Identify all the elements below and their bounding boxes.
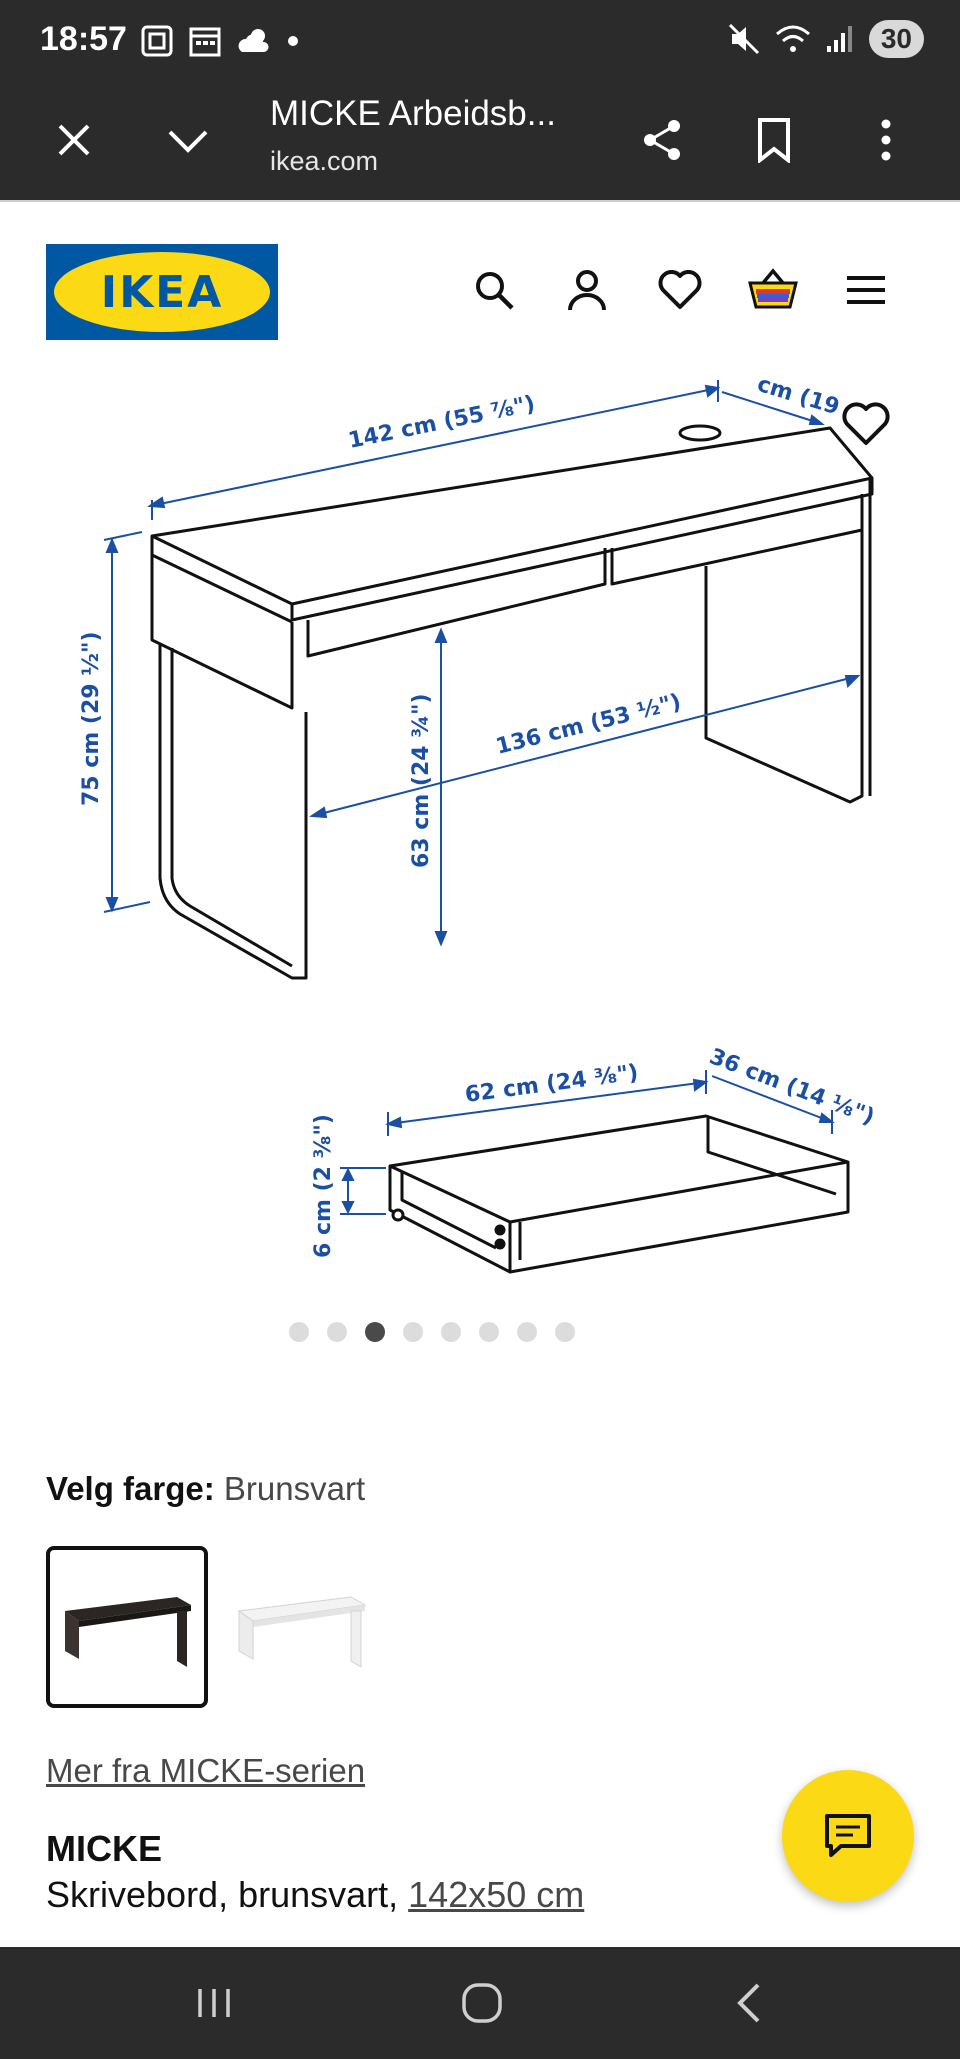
product-image-gallery[interactable]: 142 cm (55 ⅞") cm (19 75 cm (29 ½") 63 c… <box>0 372 960 1352</box>
dim-leg-clearance-label: 63 cm (24 ¾") <box>409 693 434 868</box>
mute-icon <box>728 23 759 55</box>
dim-inner-width-label: 136 cm (53 ½") <box>493 690 683 760</box>
desk-thumbnail-dark <box>65 1597 191 1667</box>
chat-bubble-icon <box>825 1814 871 1857</box>
ikea-logo[interactable]: IKEA <box>46 244 278 340</box>
heart-icon <box>658 270 702 309</box>
toolbar-divider <box>0 200 960 202</box>
dot-icon <box>288 36 298 46</box>
bookmark-icon <box>758 118 790 163</box>
signal-icon <box>826 26 852 52</box>
close-icon <box>58 124 90 156</box>
gallery-dot[interactable] <box>517 1322 537 1342</box>
product-name: MICKE <box>46 1828 162 1869</box>
color-swatch-brunsvart[interactable] <box>46 1546 208 1708</box>
heart-icon <box>842 402 890 445</box>
product-description-text: Skrivebord, brunsvart, <box>46 1874 409 1915</box>
gallery-dot[interactable] <box>479 1322 499 1342</box>
product-size-link[interactable]: 142x50 cm <box>408 1874 585 1915</box>
add-to-favourites-button[interactable] <box>840 400 892 452</box>
series-link[interactable]: Mer fra MICKE-serien <box>46 1752 366 1789</box>
dimension-drawing: 142 cm (55 ⅞") cm (19 75 cm (29 ½") 63 c… <box>79 372 878 1274</box>
shopping-basket-icon <box>748 268 798 309</box>
color-label-text: Velg farge: <box>46 1470 215 1507</box>
wifi-icon <box>775 25 810 52</box>
gallery-dot[interactable] <box>365 1322 385 1342</box>
status-time: 18:57 <box>40 20 127 58</box>
more-vertical-icon <box>881 119 891 161</box>
menu-button[interactable] <box>838 262 894 318</box>
gallery-dot[interactable] <box>327 1322 347 1342</box>
dim-drawer-depth-label: 36 cm (14 ⅛") <box>706 1044 878 1130</box>
logo-text: IKEA <box>101 267 224 318</box>
recent-apps-button[interactable] <box>174 1973 254 2033</box>
chat-button[interactable] <box>782 1770 914 1902</box>
screenshot-icon <box>141 25 173 57</box>
selected-color-value: Brunsvart <box>223 1470 366 1507</box>
wishlist-button[interactable] <box>652 262 708 318</box>
calendar-icon <box>189 27 221 57</box>
product-description: Skrivebord, brunsvart, 142x50 cm <box>46 1874 584 1916</box>
site-header: IKEA <box>0 202 960 372</box>
gallery-dot[interactable] <box>403 1322 423 1342</box>
system-navigation-bar <box>0 1947 960 2059</box>
dim-drawer-width-label: 62 cm (24 ⅜") <box>464 1060 640 1108</box>
status-system-icons: 30 <box>727 20 924 58</box>
recent-apps-icon <box>198 1989 230 2017</box>
gallery-pagination <box>0 1322 912 1346</box>
bookmark-button[interactable] <box>742 108 806 172</box>
dim-desk-height-label: 75 cm (29 ½") <box>79 631 104 806</box>
more-options-button[interactable] <box>854 108 918 172</box>
home-icon <box>462 1983 502 2023</box>
chevron-down-icon <box>168 130 208 153</box>
gallery-dot[interactable] <box>555 1322 575 1342</box>
battery-indicator: 30 <box>868 20 924 58</box>
weather-icon <box>238 29 269 52</box>
back-button[interactable] <box>710 1973 790 2033</box>
browser-toolbar: MICKE Arbeidsb... ikea.com <box>0 84 960 200</box>
share-button[interactable] <box>630 108 694 172</box>
color-selector-label: Velg farge: Brunsvart <box>46 1470 365 1508</box>
share-icon <box>644 120 680 160</box>
cart-button[interactable] <box>745 262 801 318</box>
status-bar: 18:57 30 <box>0 0 960 84</box>
search-button[interactable] <box>466 262 522 318</box>
user-icon <box>568 270 606 311</box>
page-url[interactable]: ikea.com <box>270 146 379 176</box>
dim-desk-depth-label: cm (19 <box>754 372 842 420</box>
hamburger-menu-icon <box>847 276 885 304</box>
gallery-dot[interactable] <box>289 1322 309 1342</box>
color-swatch-white[interactable] <box>220 1546 382 1708</box>
close-tab-button[interactable] <box>42 108 106 172</box>
search-icon <box>476 272 514 310</box>
minimize-tab-button[interactable] <box>156 108 220 172</box>
dim-drawer-height-label: 6 cm (2 ⅜") <box>311 1114 336 1258</box>
account-button[interactable] <box>559 262 615 318</box>
status-notification-icons <box>140 24 300 58</box>
home-button[interactable] <box>442 1973 522 2033</box>
back-icon <box>737 1983 760 2023</box>
desk-thumbnail-white <box>237 1596 367 1668</box>
gallery-dot[interactable] <box>441 1322 461 1342</box>
page-title: MICKE Arbeidsb... <box>270 94 556 133</box>
